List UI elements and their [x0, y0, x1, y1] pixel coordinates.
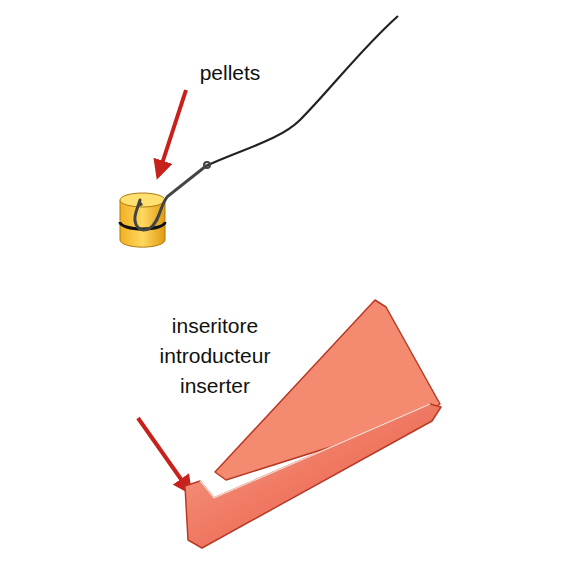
- hook-eye: [204, 162, 210, 168]
- hook-barb: [136, 200, 143, 208]
- pointer-arrow: [158, 90, 186, 176]
- pointer-arrow: [138, 418, 190, 492]
- part-label-multilingual: inseritore: [172, 313, 258, 338]
- part-label: pellets: [200, 60, 261, 85]
- fishing-line: [206, 16, 398, 166]
- hook: [135, 166, 206, 230]
- inserter: [185, 300, 441, 548]
- part-label-multilingual: inserter: [180, 373, 250, 398]
- part-label-multilingual: introducteur: [160, 343, 271, 368]
